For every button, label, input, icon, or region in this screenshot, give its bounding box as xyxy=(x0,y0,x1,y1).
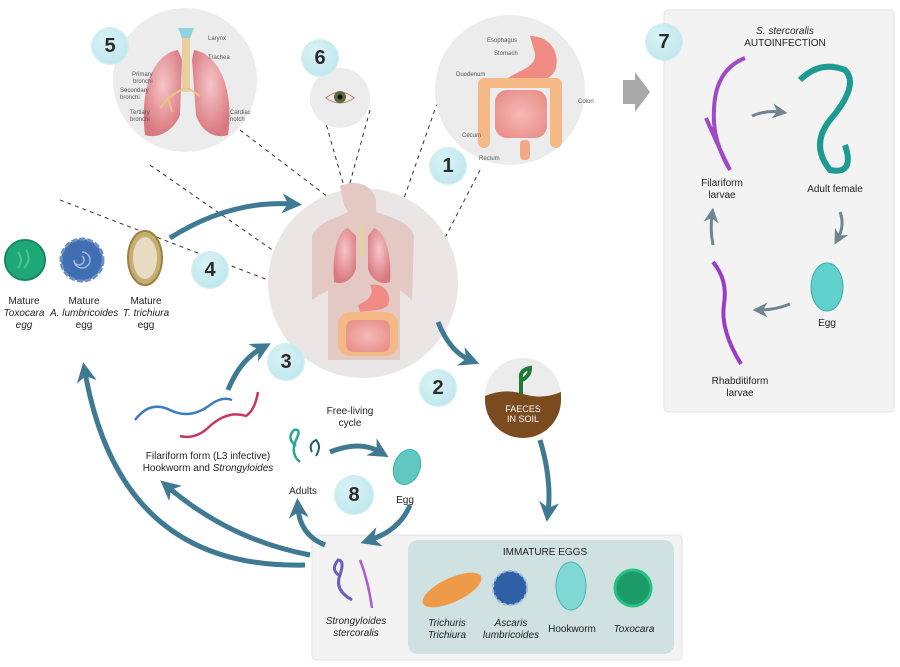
immature-ascaris-egg xyxy=(492,570,528,606)
rhabditiform-larva xyxy=(711,260,743,366)
filariform-larva-purple xyxy=(704,56,746,172)
arrow-soil-to-immature xyxy=(537,439,560,522)
arrow-bottom-to-mature xyxy=(76,362,306,568)
step-badge-6: 6 xyxy=(302,40,338,76)
label-stomach: Stomach xyxy=(494,51,518,57)
digestive-tract-illustration xyxy=(478,36,562,160)
arrow-egg-to-bottom xyxy=(360,503,413,547)
human-body-illustration xyxy=(312,182,414,360)
label-larynx: Larynx xyxy=(208,36,227,42)
mature-toxocara-egg xyxy=(4,239,46,281)
immature-toxocara-egg xyxy=(613,568,653,608)
arrow-adults-to-egg xyxy=(329,438,389,458)
label-rectum: Rectum xyxy=(479,156,500,162)
immature-eggs-panel xyxy=(408,540,674,654)
label-free-living-egg: Egg xyxy=(396,495,414,506)
immature-eggs-title: IMMATURE EGGS xyxy=(502,547,588,558)
free-living-egg xyxy=(392,449,422,485)
strongyloides-worm-1 xyxy=(333,558,353,602)
immature-trichuris-egg xyxy=(422,572,482,608)
strongyloides-worm-2 xyxy=(358,559,374,609)
adult-female-worm xyxy=(797,63,853,174)
arrow-bottom-to-adults xyxy=(288,498,327,548)
arrow-body-to-soil xyxy=(435,321,480,366)
sprout-icon xyxy=(518,365,533,394)
label-immature-hookworm: Hookworm xyxy=(548,624,596,635)
autoinfection-egg xyxy=(810,262,844,312)
autoinfection-panel xyxy=(663,9,895,413)
grey-arrow-icon xyxy=(623,72,650,112)
filariform-red-larva xyxy=(179,391,260,439)
step-badge-4: 4 xyxy=(192,252,228,288)
label-duodenum: Duodenum xyxy=(456,72,486,78)
label-filariform-form: Filariform form (L3 infective)Hookworm a… xyxy=(142,451,274,474)
label-immature-toxocara: Toxocara xyxy=(613,624,655,635)
arrow-eggs-to-body xyxy=(168,193,302,241)
label-esophagus: Esophagus xyxy=(487,38,518,44)
autoinfection-arrows xyxy=(703,103,849,318)
label-autoinfection-egg: Egg xyxy=(818,318,836,329)
step-badge-2: 2 xyxy=(420,370,456,406)
eye-illustration xyxy=(325,91,355,104)
free-living-adult-worm-1 xyxy=(289,428,301,463)
step-badge-8: 8 xyxy=(335,476,373,514)
step-badge-7: 7 xyxy=(646,24,682,60)
label-adult-female: Adult female xyxy=(807,184,863,195)
step-badge-5: 5 xyxy=(92,28,128,64)
step-badge-1: 1 xyxy=(430,148,466,184)
lifecycle-arrows xyxy=(76,193,560,568)
label-cecum: Cecum xyxy=(462,133,482,139)
arrow-larvae-to-3 xyxy=(225,343,271,391)
label-colon: Colon xyxy=(578,99,594,105)
label-trachea: Trachea xyxy=(208,55,230,61)
label-adults: Adults xyxy=(289,486,317,497)
immature-hookworm-egg xyxy=(555,561,587,611)
arrow-bottom-to-filariform xyxy=(160,480,311,558)
lungs-illustration xyxy=(143,28,230,137)
free-living-adult-worm-2 xyxy=(309,438,320,457)
filariform-blue-larva xyxy=(134,397,233,421)
mature-ascaris-egg xyxy=(59,237,105,283)
step-badge-3: 3 xyxy=(268,344,304,380)
